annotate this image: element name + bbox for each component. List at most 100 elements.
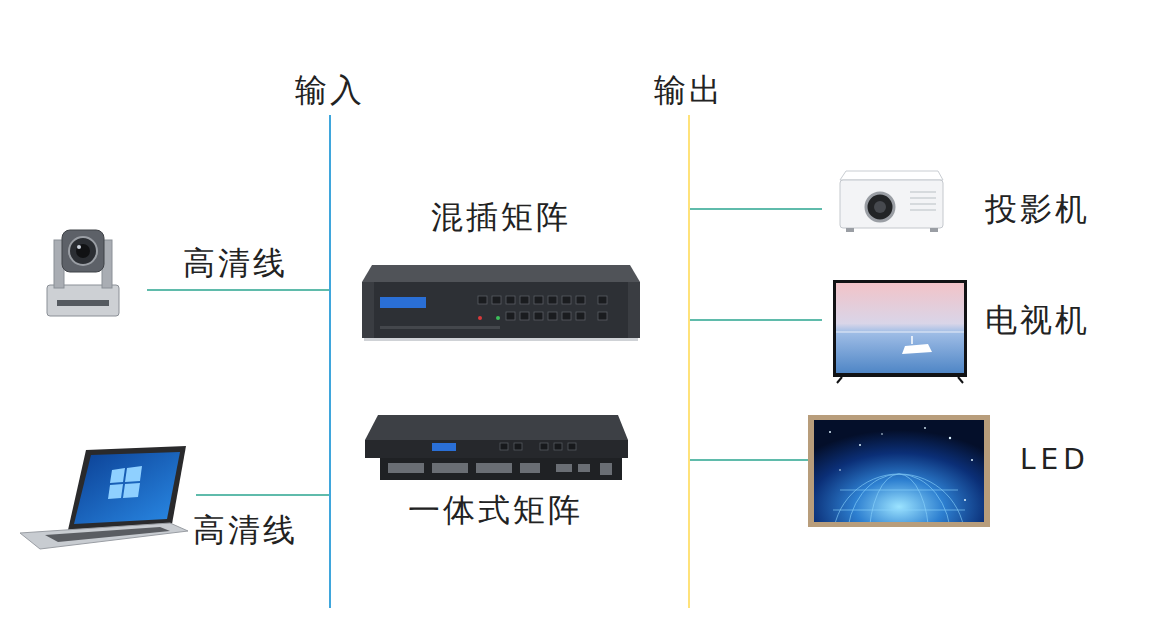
hybrid-matrix-device-part <box>628 282 640 338</box>
projector-part <box>866 193 894 221</box>
hybrid-matrix-device-part <box>478 316 482 320</box>
hybrid-matrix-device-part <box>506 312 515 320</box>
display-device: 投影机 <box>822 175 1096 243</box>
hybrid-matrix-device-part <box>534 296 543 304</box>
display-device: LED <box>808 410 1096 510</box>
camera-wire-part <box>196 494 329 496</box>
integrated-matrix-device-part <box>600 463 612 475</box>
output-bus: 输出 <box>688 115 690 608</box>
led-screen-part <box>847 474 951 522</box>
hybrid-matrix-device-part <box>598 312 607 320</box>
laptop-part <box>20 523 188 549</box>
integrated-matrix-device-part <box>365 440 628 458</box>
projector-part <box>930 228 938 232</box>
bus-heading: 输入 <box>295 72 365 109</box>
bus-heading: 输出 <box>654 72 724 109</box>
signal-line <box>690 319 822 321</box>
integrated-matrix-device <box>365 415 628 480</box>
led-screen-part <box>859 444 861 446</box>
led-screen-part <box>949 437 951 439</box>
matrix-device: 混插矩阵 <box>360 195 642 345</box>
input-bus: 输入 <box>329 115 331 608</box>
projector-part <box>846 228 854 232</box>
led-screen-part <box>881 433 883 435</box>
television-part <box>836 283 964 373</box>
hybrid-matrix-device-part <box>562 312 571 320</box>
ptz-camera <box>47 230 119 316</box>
projector-part <box>874 201 886 213</box>
integrated-matrix-device-part <box>476 463 512 473</box>
ptz-camera-part <box>62 230 104 272</box>
projector-part <box>910 197 936 198</box>
hybrid-matrix-device-part <box>520 312 529 320</box>
integrated-matrix-device-part <box>514 443 522 450</box>
projector-part <box>840 171 943 180</box>
television-part <box>902 344 932 354</box>
led-screen <box>808 415 990 606</box>
device-name: LED <box>1020 444 1090 476</box>
television-part <box>836 332 964 333</box>
led-screen-part <box>840 490 958 491</box>
laptop-part <box>74 452 180 524</box>
integrated-matrix-device-part <box>578 464 590 472</box>
led-screen-part <box>833 474 965 522</box>
led-screen-part <box>829 427 973 501</box>
ptz-camera-part <box>47 285 119 316</box>
hybrid-matrix-device-part <box>576 312 585 320</box>
hybrid-matrix-device-part <box>478 296 487 304</box>
integrated-matrix-device-part <box>520 463 540 473</box>
led-screen-part <box>971 459 973 461</box>
television-part <box>958 377 963 383</box>
hybrid-matrix-device-part <box>562 296 571 304</box>
laptop-part <box>125 466 142 482</box>
integrated-matrix-device-part <box>432 443 456 451</box>
matrix-device: 一体式矩阵 <box>362 410 628 528</box>
projector-part <box>910 191 936 192</box>
led-screen-part <box>924 427 926 429</box>
led-screen-part <box>833 510 965 511</box>
hybrid-matrix-device-part <box>362 282 640 338</box>
integrated-matrix-device-part <box>500 443 508 450</box>
television-part <box>837 377 842 383</box>
television <box>833 280 967 383</box>
laptop-part <box>68 446 186 530</box>
ptz-camera-part <box>76 244 90 258</box>
led-screen-part <box>808 415 990 527</box>
led-screen-part <box>829 431 831 433</box>
integrated-matrix-device-part <box>554 443 562 450</box>
signal-line <box>690 459 808 461</box>
ptz-camera-part <box>77 245 81 249</box>
hybrid-matrix-device-part <box>598 296 607 304</box>
hybrid-matrix-device <box>362 265 640 341</box>
led-screen-part <box>833 474 965 522</box>
hybrid-matrix-device-part <box>380 297 426 308</box>
television-part <box>833 280 967 377</box>
hybrid-matrix-device-part <box>534 312 543 320</box>
led-screen-part <box>814 420 984 522</box>
projector-part <box>910 209 936 210</box>
device-name: 电视机 <box>985 302 1090 339</box>
led-screen-part <box>869 474 929 522</box>
display-device: 电视机 <box>822 270 1096 370</box>
led-screen-part <box>839 469 841 471</box>
hybrid-matrix-device-part <box>364 338 638 341</box>
ptz-camera-part <box>57 300 109 306</box>
hybrid-matrix-device-part <box>362 265 640 282</box>
hybrid-matrix-device-part <box>576 296 585 304</box>
ptz-camera-part <box>69 237 97 265</box>
integrated-matrix-device-part <box>380 458 622 480</box>
projector <box>840 171 943 232</box>
projector-part <box>840 180 943 228</box>
device-name: 混插矩阵 <box>431 199 571 236</box>
television-part <box>911 336 913 344</box>
device-name: 投影机 <box>985 191 1090 228</box>
integrated-matrix-device-part <box>500 443 576 450</box>
laptop-part <box>123 483 140 498</box>
projector-part <box>910 192 936 210</box>
hybrid-matrix-device-part <box>492 296 501 304</box>
hybrid-matrix-device-part <box>496 316 500 320</box>
integrated-matrix-device-part <box>388 463 612 475</box>
